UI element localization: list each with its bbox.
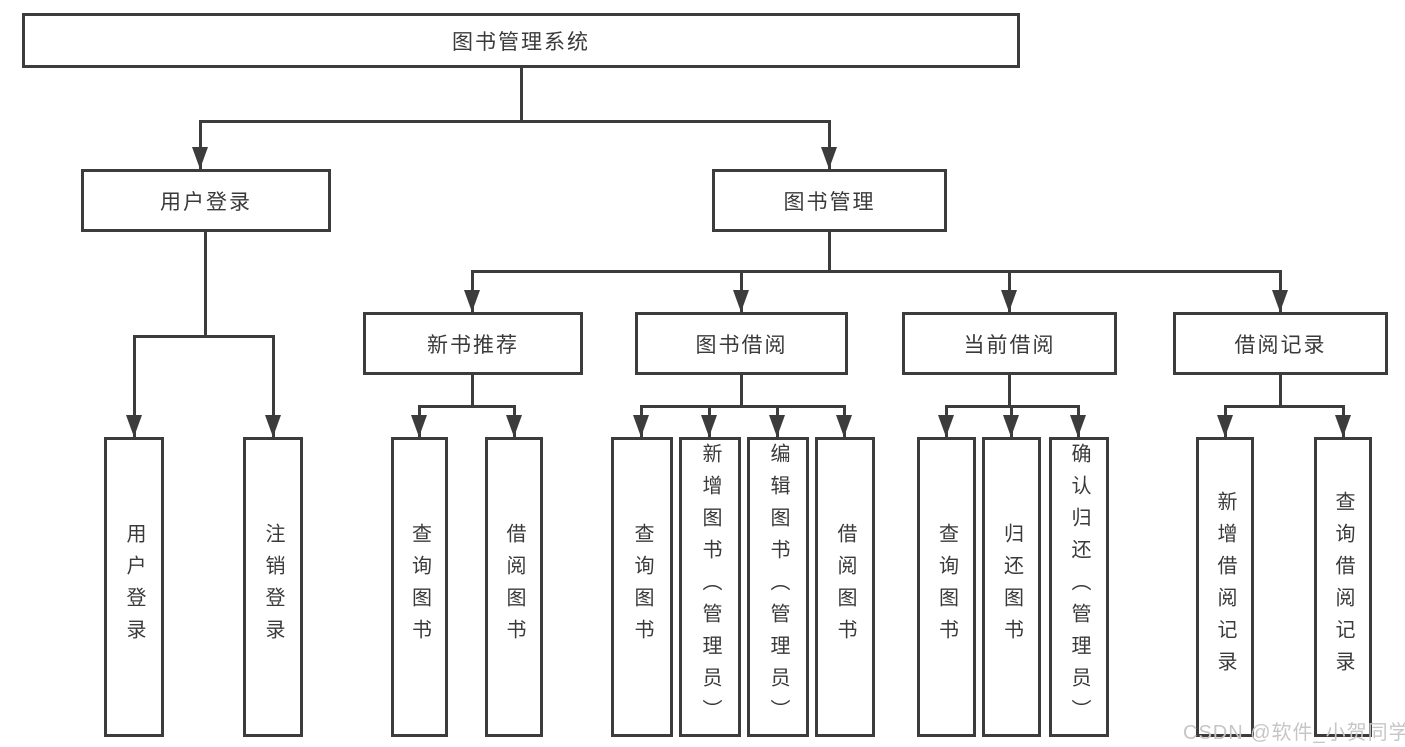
- connector-line: [828, 120, 831, 169]
- leaf-logout-label: 注销登录: [262, 523, 284, 651]
- leaf-current-query-books-label: 查询图书: [935, 523, 958, 651]
- connector-line: [272, 335, 275, 437]
- connector-line: [828, 232, 831, 270]
- connector-line: [204, 232, 207, 335]
- leaf-return-books-label: 归还图书: [1000, 523, 1023, 651]
- leaf-logout: 注销登录: [243, 437, 303, 737]
- arrow-down-icon: [1001, 290, 1017, 312]
- arrow-down-icon: [1335, 415, 1351, 437]
- arrow-down-icon: [265, 415, 281, 437]
- connector-line: [133, 335, 136, 437]
- leaf-borrow-query-books: 查询图书: [611, 437, 673, 737]
- arrow-down-icon: [836, 415, 852, 437]
- connector-line: [199, 120, 202, 169]
- leaf-confirm-return-admin: 确认归还（管理员）: [1049, 437, 1109, 737]
- connector-line: [520, 65, 523, 120]
- node-book-management: 图书管理: [712, 169, 947, 232]
- arrow-down-icon: [701, 415, 717, 437]
- arrow-down-icon: [192, 147, 208, 169]
- arrow-down-icon: [821, 147, 837, 169]
- leaf-confirm-return-admin-label: 确认归还（管理员）: [1068, 443, 1090, 731]
- node-new-book-recommend: 新书推荐: [363, 312, 583, 375]
- node-user-login: 用户登录: [81, 169, 331, 232]
- arrow-down-icon: [1070, 415, 1086, 437]
- leaf-add-books-admin-label: 新增图书（管理员）: [699, 443, 721, 731]
- arrow-down-icon: [1272, 290, 1288, 312]
- node-root: 图书管理系统: [22, 13, 1020, 68]
- leaf-user-login: 用户登录: [104, 437, 164, 737]
- arrow-down-icon: [1003, 415, 1019, 437]
- arrow-down-icon: [733, 290, 749, 312]
- leaf-return-books: 归还图书: [982, 437, 1041, 737]
- node-book-borrow: 图书借阅: [635, 312, 848, 375]
- connector-line: [1008, 375, 1011, 405]
- node-current-borrow-label: 当前借阅: [963, 333, 1056, 357]
- arrow-down-icon: [464, 290, 480, 312]
- leaf-add-borrow-record-label: 新增借阅记录: [1214, 491, 1236, 683]
- connector-line: [740, 375, 743, 405]
- connector-line: [418, 405, 516, 408]
- leaf-add-borrow-record: 新增借阅记录: [1196, 437, 1254, 737]
- node-borrow-record-label: 借阅记录: [1234, 333, 1327, 357]
- leaf-newbook-query-books: 查询图书: [391, 437, 448, 737]
- leaf-newbook-query-books-label: 查询图书: [408, 523, 431, 651]
- leaf-edit-books-admin: 编辑图书（管理员）: [747, 437, 809, 737]
- arrow-down-icon: [938, 415, 954, 437]
- arrow-down-icon: [126, 415, 142, 437]
- connector-line: [133, 335, 275, 338]
- leaf-borrow-books: 借阅图书: [815, 437, 875, 737]
- node-current-borrow: 当前借阅: [902, 312, 1117, 375]
- leaf-user-login-label: 用户登录: [123, 523, 145, 651]
- leaf-newbook-borrow-books-label: 借阅图书: [503, 523, 525, 651]
- connector-line: [640, 405, 845, 408]
- node-book-management-label: 图书管理: [783, 190, 876, 214]
- arrow-down-icon: [411, 415, 427, 437]
- leaf-query-borrow-record-label: 查询借阅记录: [1332, 491, 1354, 683]
- arrow-down-icon: [506, 415, 522, 437]
- leaf-current-query-books: 查询图书: [917, 437, 976, 737]
- connector-line: [471, 375, 474, 405]
- leaf-edit-books-admin-label: 编辑图书（管理员）: [767, 443, 789, 731]
- node-root-label: 图书管理系统: [452, 30, 590, 54]
- leaf-add-books-admin: 新增图书（管理员）: [679, 437, 741, 737]
- leaf-query-borrow-record: 查询借阅记录: [1314, 437, 1372, 737]
- arrow-down-icon: [1217, 415, 1233, 437]
- watermark: CSDN @软件_小贺同学: [1183, 722, 1405, 744]
- connector-line: [1279, 375, 1282, 405]
- arrow-down-icon: [769, 415, 785, 437]
- leaf-borrow-books-label: 借阅图书: [834, 523, 856, 651]
- connector-line: [1224, 405, 1344, 408]
- leaf-borrow-query-books-label: 查询图书: [631, 523, 653, 651]
- leaf-newbook-borrow-books: 借阅图书: [485, 437, 543, 737]
- node-book-borrow-label: 图书借阅: [695, 333, 788, 357]
- arrow-down-icon: [633, 415, 649, 437]
- connector-line: [471, 270, 1281, 273]
- connector-line: [199, 120, 831, 123]
- node-user-login-label: 用户登录: [160, 190, 252, 214]
- node-borrow-record: 借阅记录: [1173, 312, 1388, 375]
- node-new-book-recommend-label: 新书推荐: [427, 333, 519, 357]
